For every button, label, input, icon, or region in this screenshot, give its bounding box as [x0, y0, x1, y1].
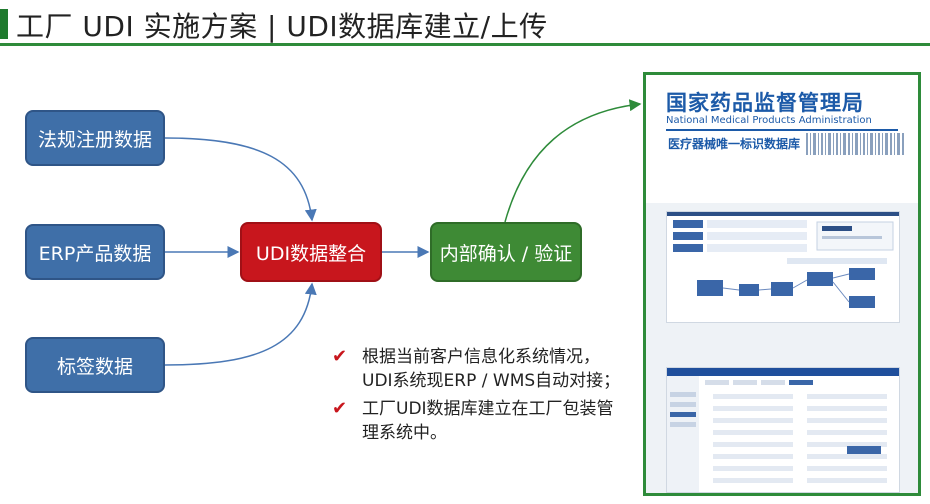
note-item: ✔ 工厂UDI数据库建立在工厂包装管理系统中。: [328, 397, 628, 445]
source-label: 标签数据: [56, 355, 133, 378]
database-form-thumbnail: [667, 368, 899, 492]
slide-title: 工厂 UDI 实施方案 | UDI数据库建立/上传: [16, 10, 548, 43]
source-regulatory-data: 法规注册数据: [25, 110, 165, 166]
connector-verify-to-database: [504, 99, 642, 223]
source-label-data: 标签数据: [25, 337, 165, 393]
title-underline: [0, 43, 930, 46]
process-flow-screenshot: [666, 211, 900, 323]
source-label: 法规注册数据: [37, 128, 152, 151]
verify-node: 内部确认 / 验证: [430, 222, 582, 282]
barcode-icon: [806, 133, 904, 155]
process-flow-thumbnail: [667, 212, 899, 308]
notes-list: ✔ 根据当前客户信息化系统情况，UDI系统现ERP / WMS自动对接； ✔ 工…: [328, 345, 628, 449]
org-name-en: National Medical Products Administration: [666, 115, 872, 126]
check-icon: ✔: [332, 346, 348, 367]
title-accent-bar: [0, 9, 8, 39]
note-text: 根据当前客户信息化系统情况，UDI系统现ERP / WMS自动对接；: [362, 347, 621, 391]
source-erp-data: ERP产品数据: [25, 224, 165, 280]
note-text: 工厂UDI数据库建立在工厂包装管理系统中。: [362, 399, 614, 443]
database-form-screenshot: [666, 367, 900, 493]
connector-label-to-integrate: [164, 282, 317, 366]
verify-label: 内部确认 / 验证: [439, 242, 573, 265]
database-name: 医疗器械唯一标识数据库: [668, 137, 801, 151]
udi-integrate-node: UDI数据整合: [240, 222, 382, 282]
connector-regulatory-to-integrate: [164, 137, 317, 222]
check-icon: ✔: [332, 398, 348, 419]
integrate-label: UDI数据整合: [255, 242, 367, 265]
title-bar: 工厂 UDI 实施方案 | UDI数据库建立/上传: [0, 0, 930, 46]
header-rule: [666, 129, 898, 131]
doc-header: 国家药品监督管理局 National Medical Products Admi…: [646, 75, 918, 203]
udi-database-document: 国家药品监督管理局 National Medical Products Admi…: [643, 72, 921, 496]
org-name-cn: 国家药品监督管理局: [666, 91, 864, 115]
source-label: ERP产品数据: [38, 242, 152, 265]
note-item: ✔ 根据当前客户信息化系统情况，UDI系统现ERP / WMS自动对接；: [328, 345, 628, 393]
